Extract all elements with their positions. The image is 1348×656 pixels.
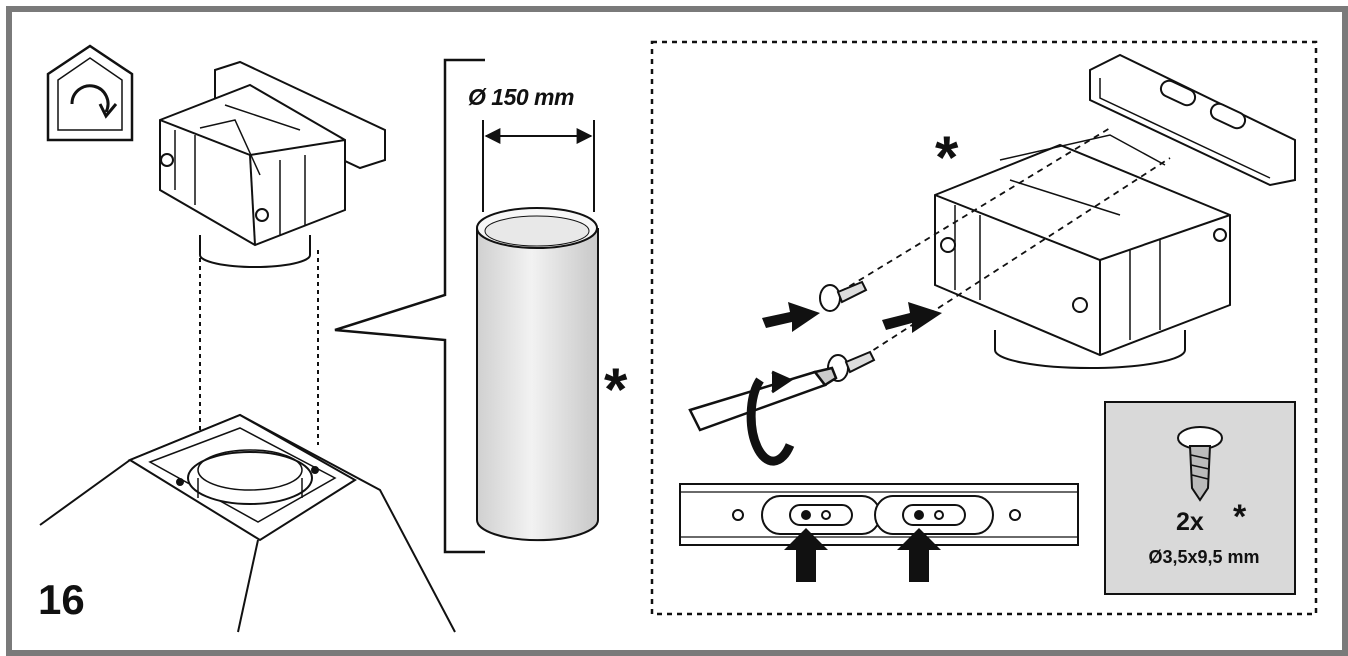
screwdriver <box>688 366 838 432</box>
slot-indicator-arrows <box>784 528 941 582</box>
screw-axis-guides <box>839 127 1171 363</box>
screw-quantity: 2x <box>1176 508 1204 536</box>
screw-size: Ø3,5x9,5 mm <box>1148 547 1260 567</box>
motor-adapter-unit-left <box>159 60 386 268</box>
mounting-bracket <box>1089 53 1296 187</box>
step-number: 16 <box>38 576 85 623</box>
pipe-callout-bracket <box>334 58 485 554</box>
screw-kit-screw-icon <box>1177 426 1223 502</box>
alignment-guides-left <box>199 250 319 445</box>
pipe-diameter-label: Ø 150 mm <box>468 84 574 110</box>
screw-optional-marker: * <box>1233 498 1247 536</box>
pipe-diameter-dimension <box>482 120 595 212</box>
assembly-optional-marker: * <box>935 124 959 191</box>
exhaust-pipe <box>476 207 599 542</box>
rotation-arrow-icon <box>746 370 795 466</box>
cooker-hood-top <box>39 413 456 633</box>
pipe-optional-marker: * <box>604 356 628 423</box>
optional-assembly-panel <box>650 40 1318 616</box>
screw-upper <box>819 280 868 312</box>
recirculation-mode-icon <box>46 44 134 142</box>
push-arrow-icon <box>762 302 942 333</box>
bracket-slot-detail <box>679 483 1079 546</box>
motor-adapter-unit-right <box>934 134 1231 369</box>
